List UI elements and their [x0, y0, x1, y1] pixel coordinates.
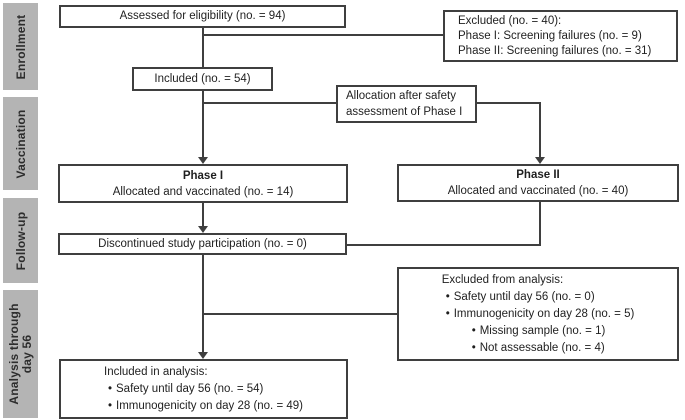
connector-phase2-to-discontinued-hline — [346, 244, 541, 246]
assessed-eligibility-text: Assessed for eligibility (no. = 94) — [119, 10, 286, 22]
connector-allocation-to-phase2-vline — [539, 102, 541, 157]
included-box: Included (no. = 54) — [132, 67, 273, 91]
included-analysis-header: Included in analysis: — [104, 365, 208, 378]
included-analysis-box: Included in analysis: • Safety until day… — [59, 359, 348, 419]
connector-discontinued-to-analysis-line — [202, 255, 204, 352]
connector-phase1-to-discontinued-line — [202, 203, 204, 226]
arrowhead-into-discontinued — [198, 226, 208, 233]
arrowhead-into-phase1 — [198, 157, 208, 164]
stage-vaccination: Vaccination — [3, 97, 38, 190]
connector-to-excluded-enrollment-line — [203, 34, 443, 36]
discontinued-text: Discontinued study participation (no. = … — [98, 237, 307, 250]
included-text: Included (no. = 54) — [154, 72, 251, 85]
bullet-icon: • — [108, 382, 113, 395]
arrowhead-into-included-analysis — [198, 352, 208, 359]
stage-enrollment-label: Enrollment — [13, 14, 28, 79]
excluded-enrollment-line3: Phase II: Screening failures (no. = 31) — [458, 44, 652, 57]
bullet-icon: • — [445, 307, 450, 320]
stage-enrollment: Enrollment — [3, 3, 38, 90]
excluded-analysis-header: Excluded from analysis: — [441, 273, 564, 286]
excluded-enrollment-line2: Phase I: Screening failures (no. = 9) — [458, 29, 642, 42]
phase1-title: Phase I — [182, 169, 224, 182]
phase2-title: Phase II — [516, 169, 560, 181]
excluded-analysis-item: • Safety until day 56 (no. = 0) — [442, 289, 635, 306]
included-analysis-item: • Immunogenicity on day 28 (no. = 49) — [104, 398, 303, 415]
phase1-subtitle: Allocated and vaccinated (no. = 14) — [112, 185, 294, 198]
phase1-box: Phase I Allocated and vaccinated (no. = … — [58, 164, 348, 203]
excluded-enrollment-box: Excluded (no. = 40): Phase I: Screening … — [443, 10, 678, 62]
stage-follow-up: Follow-up — [3, 198, 38, 283]
phase2-subtitle: Allocated and vaccinated (no. = 40) — [447, 185, 629, 197]
bullet-icon: • — [445, 290, 450, 303]
excluded-analysis-item: • Immunogenicity on day 28 (no. = 5) — [442, 306, 635, 323]
bullet-icon: • — [471, 324, 476, 337]
connector-assessed-to-included-line — [202, 28, 204, 67]
excluded-enrollment-line1: Excluded (no. = 40): — [458, 14, 562, 27]
stage-vaccination-label: Vaccination — [13, 109, 28, 178]
stage-analysis: Analysis through day 56 — [3, 290, 38, 418]
allocation-note-box: Allocation after safety assessment of Ph… — [336, 85, 477, 123]
arrowhead-into-phase2 — [535, 157, 545, 164]
bullet-icon: • — [471, 341, 476, 354]
assessed-eligibility-box: Assessed for eligibility (no. = 94) — [59, 5, 346, 28]
allocation-note-line2: assessment of Phase I — [346, 106, 463, 118]
connector-to-allocation-note-line — [203, 102, 336, 104]
connector-included-to-phase1-line — [202, 91, 204, 157]
excluded-analysis-subitem: • Missing sample (no. = 1) — [468, 323, 635, 340]
connector-allocation-to-phase2-hline — [477, 102, 541, 104]
bullet-icon: • — [108, 399, 113, 412]
included-analysis-item: • Safety until day 56 (no. = 54) — [104, 381, 303, 398]
discontinued-box: Discontinued study participation (no. = … — [58, 233, 347, 255]
stage-analysis-label: Analysis through day 56 — [6, 303, 34, 405]
connector-to-excluded-analysis-line — [203, 313, 397, 315]
connector-phase2-down-line — [539, 202, 541, 246]
excluded-analysis-subitem: • Not assessable (no. = 4) — [468, 340, 635, 357]
phase2-box: Phase II Allocated and vaccinated (no. =… — [397, 164, 679, 202]
excluded-analysis-box: Excluded from analysis: • Safety until d… — [397, 267, 679, 361]
allocation-note-line1: Allocation after safety — [346, 90, 456, 102]
stage-follow-up-label: Follow-up — [13, 211, 28, 270]
